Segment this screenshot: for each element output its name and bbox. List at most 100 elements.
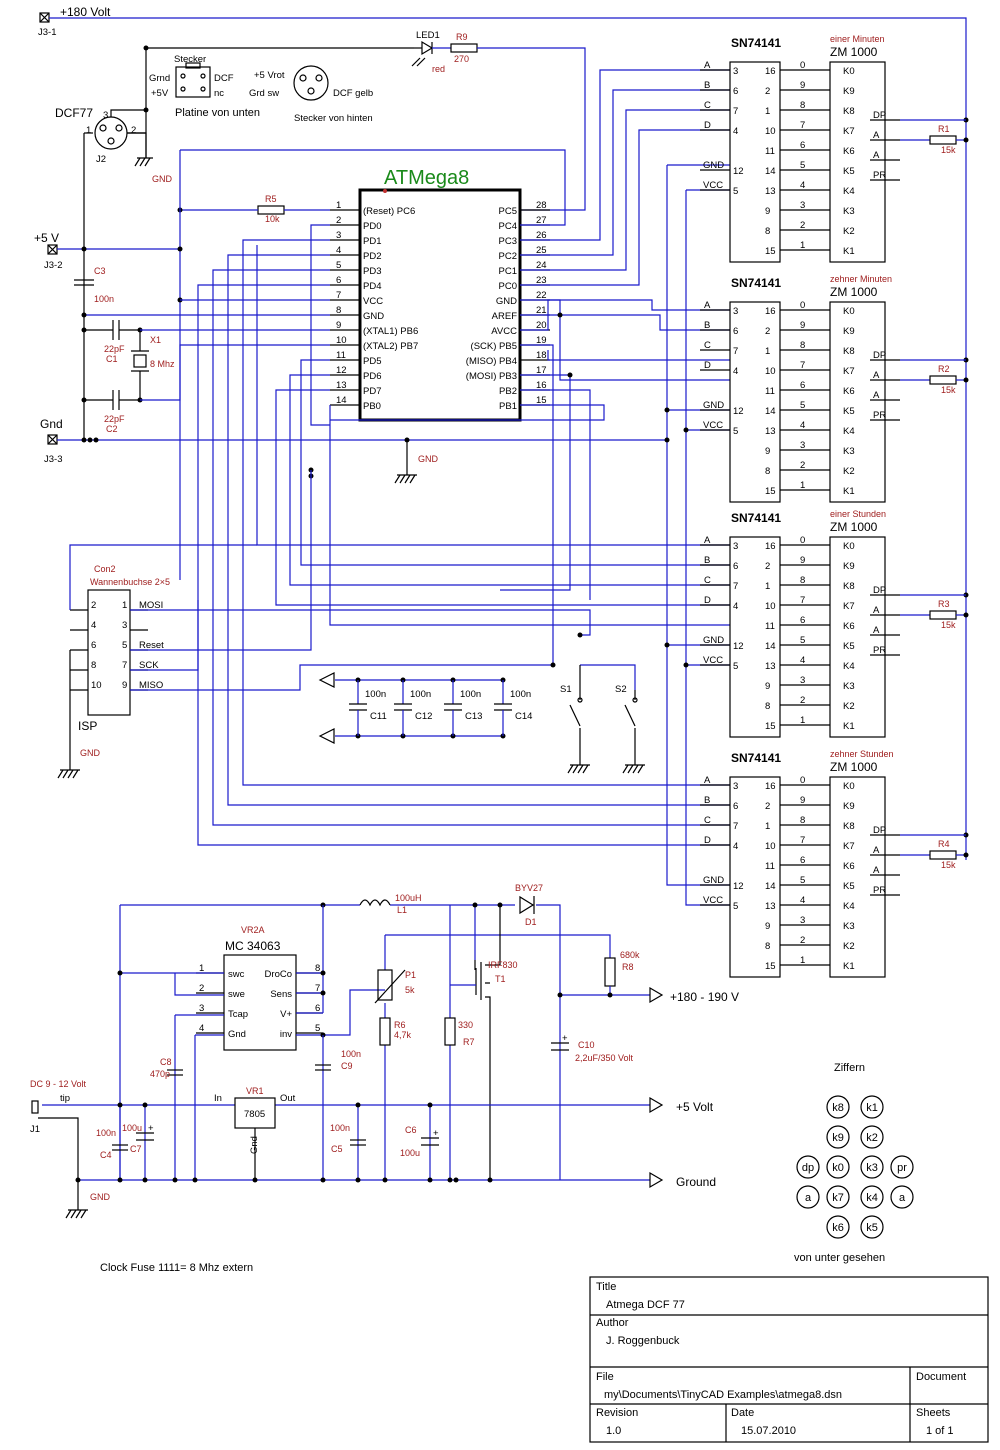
sn-input-label: D (704, 595, 711, 606)
sn-digit: 2 (800, 460, 805, 471)
mc-pin-num: 2 (199, 983, 204, 994)
sn-pwr-pin: 12 (733, 166, 744, 177)
sn-input-pin: 4 (733, 126, 738, 137)
svg-text:C7: C7 (130, 1144, 142, 1154)
sn74141-body (729, 776, 781, 978)
sn-output-pin: 14 (765, 881, 776, 892)
tube-cathode: K2 (843, 701, 855, 712)
sn-pwr-label: GND (703, 635, 724, 646)
j3-1-ref: J3-1 (38, 27, 56, 38)
mcu-pin-name: PD3 (363, 266, 381, 277)
tube-cathode: K3 (843, 446, 855, 457)
tube-body (829, 61, 886, 263)
c8: C8 470p (150, 1057, 183, 1079)
svg-text:2,2uF/350 Volt: 2,2uF/350 Volt (575, 1053, 634, 1063)
svg-text:X1: X1 (150, 335, 161, 345)
digit-pin-circle (860, 1155, 884, 1179)
sn-output-pin: 1 (765, 821, 770, 832)
mcu-pin-num: 23 (536, 275, 547, 286)
svg-text:Stecker: Stecker (174, 54, 206, 65)
sn-output-pin: 14 (765, 406, 776, 417)
tube-extra-pin: A (873, 390, 880, 401)
switch-s1: S1 (560, 665, 590, 774)
x1-crystal: X1 8 Mhz (131, 335, 175, 372)
svg-text:S1: S1 (560, 684, 572, 695)
isp-pin-right: 7 (122, 660, 127, 671)
isp-connector: Con2 Wannenbuchse 2×5 ISP (78, 564, 170, 733)
sn-pwr-label: VCC (703, 895, 723, 906)
sn-pwr-label: VCC (703, 655, 723, 666)
mc-pin-name: Sens (270, 989, 292, 1000)
svg-text:ISP: ISP (78, 719, 97, 733)
sn-output-pin: 1 (765, 106, 770, 117)
c3: C3 100n (74, 266, 114, 304)
tube-extra-pin: A (873, 150, 880, 161)
dcf77-module: DCF77 1 2 3 J2 GND (55, 106, 173, 184)
sn-input-label: C (704, 340, 711, 351)
digit-pin-circle (860, 1125, 884, 1149)
sn-digit: 7 (800, 595, 805, 606)
svg-text:Author: Author (596, 1317, 629, 1329)
svg-text:100uH: 100uH (395, 893, 422, 903)
sn-digit: 3 (800, 200, 805, 211)
sn-digit: 8 (800, 100, 805, 111)
sn-output-pin: 10 (765, 126, 776, 137)
mcu-pin-num: 21 (536, 305, 547, 316)
tube-cathode: K2 (843, 226, 855, 237)
sn-output-pin: 16 (765, 66, 776, 77)
tube-caption: einer Stunden (830, 509, 886, 519)
sn-input-pin: 6 (733, 326, 738, 337)
svg-text:Date: Date (731, 1407, 754, 1419)
mcu-pin-name: PD7 (363, 386, 381, 397)
cap-ref: C11 (370, 711, 387, 722)
sn-input-label: A (704, 300, 711, 311)
tube-name: ZM 1000 (830, 760, 878, 774)
tube-cathode: K7 (843, 601, 855, 612)
svg-text:100u: 100u (400, 1148, 420, 1158)
mcu-pin-name: PB1 (499, 401, 517, 412)
digit-pin-label: k6 (832, 1222, 844, 1234)
sn-input-label: B (704, 555, 710, 566)
sn-output-pin: 2 (765, 86, 770, 97)
poti-p1: P1 5k (374, 935, 416, 1180)
c6: + C6 100u (400, 1105, 439, 1180)
svg-text:100n: 100n (96, 1128, 116, 1138)
sn-input-pin: 6 (733, 86, 738, 97)
tube-cathode: K4 (843, 901, 855, 912)
sn-digit: 5 (800, 400, 805, 411)
mcu-pin-num: 26 (536, 230, 547, 241)
mcu-pin-name: PB0 (363, 401, 381, 412)
sn-digit: 3 (800, 675, 805, 686)
mcu-pin-num: 25 (536, 245, 547, 256)
anode-resistor (929, 135, 957, 145)
sn74141-name: SN74141 (731, 36, 781, 50)
sn-input-pin: 4 (733, 601, 738, 612)
digit-pin-label: k2 (866, 1132, 878, 1144)
digits-title: Ziffern (834, 1062, 865, 1074)
isp-signal: MISO (139, 680, 163, 691)
sn-output-pin: 9 (765, 921, 770, 932)
sn-digit: 7 (800, 835, 805, 846)
mcu-pin-num: 11 (336, 350, 346, 361)
svg-text:8 Mhz: 8 Mhz (150, 359, 175, 369)
digit-pin-circle (826, 1125, 850, 1149)
svg-text:5k: 5k (405, 985, 415, 995)
sn-output-pin: 8 (765, 941, 770, 952)
svg-text:DCF: DCF (214, 73, 234, 84)
file-value: my\Documents\TinyCAD Examples\atmega8.ds… (604, 1389, 842, 1401)
svg-text:Title: Title (596, 1281, 616, 1293)
mc-pin-name: swe (228, 989, 245, 1000)
net-180v-label: +180 Volt (60, 5, 111, 19)
cap-value: 100n (510, 689, 531, 700)
svg-text:Stecker von hinten: Stecker von hinten (294, 113, 373, 124)
sn-pwr-label: VCC (703, 180, 723, 191)
svg-text:1.0: 1.0 (606, 1425, 621, 1437)
mcu-pin-num: 13 (336, 380, 347, 391)
svg-text:T1: T1 (495, 974, 506, 984)
anode-resistor-value: 15k (941, 860, 956, 870)
svg-text:C10: C10 (578, 1040, 595, 1050)
sn-output-pin: 2 (765, 326, 770, 337)
